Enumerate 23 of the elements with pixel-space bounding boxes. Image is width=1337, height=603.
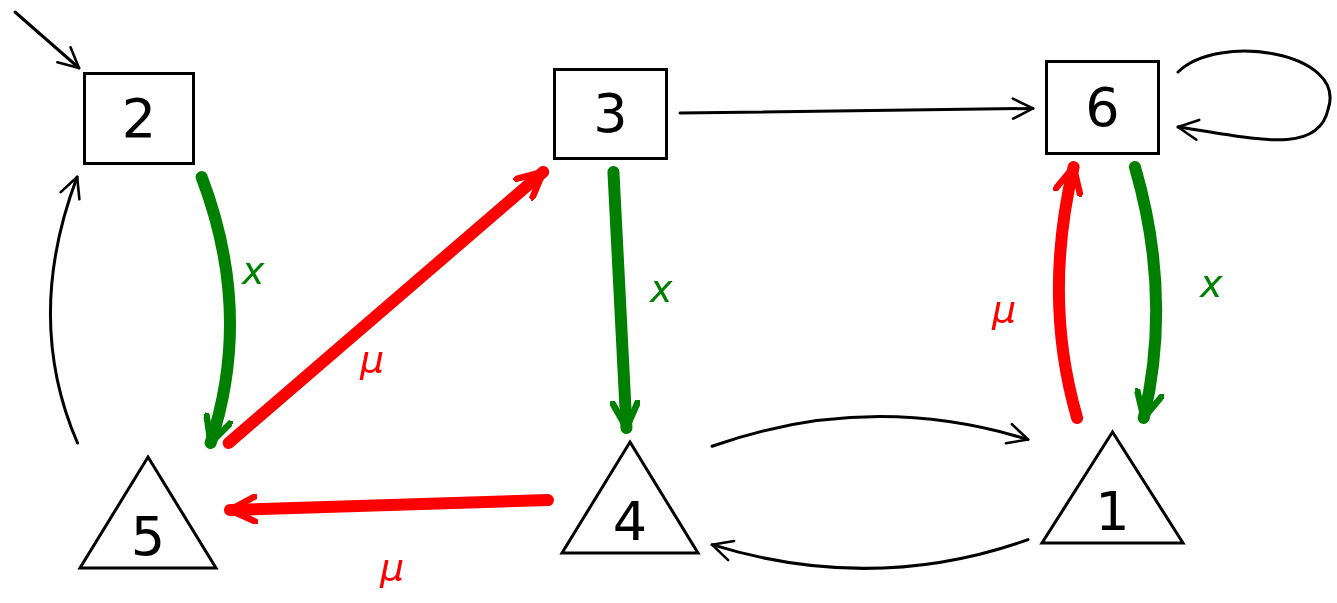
arrow xyxy=(222,166,550,449)
triangle-node xyxy=(560,440,700,555)
self-loop-arrow xyxy=(1176,49,1332,142)
state-box xyxy=(1045,60,1160,155)
state-number: 6 xyxy=(1085,80,1120,135)
state-number: 4 xyxy=(612,494,648,549)
state-box xyxy=(83,72,195,165)
arrow xyxy=(1052,161,1084,424)
arrow xyxy=(1128,161,1165,424)
arrow xyxy=(48,175,82,445)
state-number: 2 xyxy=(121,91,157,146)
arrow xyxy=(224,493,554,525)
state-number: 1 xyxy=(1095,484,1130,539)
arrow xyxy=(678,97,1035,120)
state-box xyxy=(553,68,668,160)
arrow xyxy=(710,415,1030,448)
state-number: 3 xyxy=(593,87,628,141)
state-number: 5 xyxy=(130,509,166,564)
arrow xyxy=(195,171,236,449)
arrow xyxy=(710,538,1030,570)
start-arrow xyxy=(13,10,81,70)
triangle-node xyxy=(78,455,218,570)
triangle-node xyxy=(1040,430,1185,545)
